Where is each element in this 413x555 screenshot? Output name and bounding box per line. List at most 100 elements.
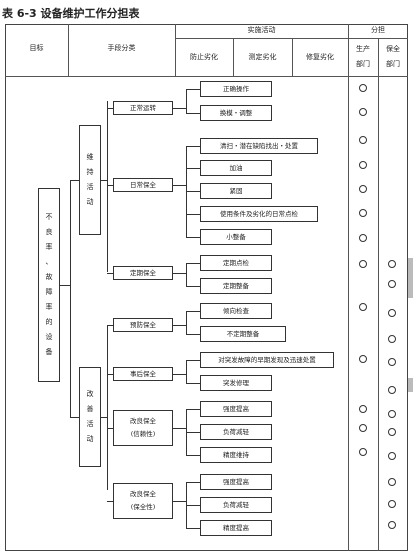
header-col-line-4 [292, 38, 293, 76]
group-box-0: 正常运转 [113, 101, 173, 115]
item-connector [186, 409, 200, 410]
category-branch-line [107, 101, 108, 272]
item-connector [186, 482, 200, 483]
group-connector [107, 501, 113, 502]
header-prevent: 防止劣化 [190, 53, 218, 61]
maintenance-mark [388, 386, 396, 394]
activity-item: 对突发故障的早期发现及迅速处置 [200, 352, 334, 368]
group-label: 定期保全 [130, 268, 156, 277]
header-col-line-3 [233, 38, 234, 76]
item-connector [186, 360, 200, 361]
group-bus [186, 311, 187, 334]
category-improve-char: 改 [86, 390, 94, 398]
group-label: 预防保全 [130, 320, 156, 329]
group-box-4: 事后保全 [113, 367, 173, 381]
group-bus-connector [173, 185, 186, 186]
header-repair: 修复劣化 [306, 53, 334, 61]
item-connector [186, 432, 200, 433]
body-col-line-prod [348, 24, 349, 551]
production-mark [359, 209, 367, 217]
group-bus-connector [173, 501, 186, 502]
maintenance-mark [388, 260, 396, 268]
header-implement: 实施活动 [247, 26, 276, 34]
group-connector [107, 325, 113, 326]
maintenance-mark [388, 428, 396, 436]
goal-char: 率 [45, 243, 53, 251]
group-bus-connector [173, 108, 186, 109]
group-label: 改良保全 [130, 490, 156, 498]
activity-item: 强度提高 [200, 401, 272, 417]
group-bus [186, 360, 187, 383]
body-col-line-maint [378, 38, 379, 551]
activity-item: 定期整备 [200, 278, 272, 294]
group-connector [107, 374, 113, 375]
item-connector [186, 214, 200, 215]
item-connector [186, 334, 200, 335]
goal-char: 率 [45, 303, 53, 311]
table-frame [5, 24, 408, 551]
maintenance-mark [388, 335, 396, 343]
group-connector [107, 273, 113, 274]
item-connector [186, 89, 200, 90]
item-connector [186, 113, 200, 114]
header-col-line-2 [175, 24, 176, 76]
production-mark [359, 161, 367, 169]
header-target: 目标 [29, 44, 44, 52]
item-connector [186, 383, 200, 384]
item-connector [186, 286, 200, 287]
activity-item: 倾向检查 [200, 303, 272, 319]
side-scroll-handle[interactable] [408, 258, 413, 298]
item-connector [186, 146, 200, 147]
activity-item: 定期点检 [200, 255, 272, 271]
item-connector [186, 263, 200, 264]
group-box-2: 定期保全 [113, 266, 173, 280]
activity-item: 精度提高 [200, 520, 272, 536]
category-maintain-char: 动 [86, 198, 94, 206]
activity-item: 换模・调整 [200, 105, 272, 121]
activity-item: 正确操作 [200, 81, 272, 97]
category-improve-box: 改善活动 [79, 367, 101, 467]
production-mark [359, 108, 367, 116]
category-maintain-char: 维 [86, 153, 94, 161]
header-measure: 测定劣化 [248, 53, 277, 61]
item-connector [186, 455, 200, 456]
production-mark [359, 424, 367, 432]
group-box-1: 日常保全 [113, 178, 173, 192]
category-maintain-char: 活 [86, 183, 94, 191]
production-mark [359, 234, 367, 242]
maintenance-mark [388, 521, 396, 529]
group-bus [186, 263, 187, 286]
group-connector [107, 428, 113, 429]
production-mark [359, 448, 367, 456]
activity-item: 突发修理 [200, 375, 272, 391]
activity-item: 负荷减轻 [200, 424, 272, 440]
group-bus [186, 89, 187, 113]
header-maintenance-1: 保全 [386, 45, 400, 53]
group-box-5: 改良保全(信赖性) [113, 410, 173, 446]
item-connector [186, 237, 200, 238]
production-mark [359, 84, 367, 92]
production-mark [359, 260, 367, 268]
activity-item: 使用条件及劣化的日常点检 [200, 206, 318, 222]
activity-item: 负荷减轻 [200, 497, 272, 513]
header-means: 手段分类 [107, 44, 136, 52]
header-divider-implement [175, 38, 348, 39]
category-maintain-char: 持 [86, 168, 94, 176]
goal-to-maintain [70, 180, 79, 181]
goal-branch-line [70, 180, 71, 417]
maintenance-mark [388, 452, 396, 460]
maintenance-mark [388, 358, 396, 366]
maintenance-mark [388, 280, 396, 288]
goal-char: 设 [45, 333, 53, 341]
category-improve-char: 善 [86, 405, 94, 413]
category-connector [101, 417, 107, 418]
group-bus-connector [173, 374, 186, 375]
group-label: 日常保全 [130, 180, 156, 189]
goal-connector [60, 285, 70, 286]
header-bottom-line [5, 76, 408, 77]
item-connector [186, 191, 200, 192]
category-branch-line [107, 325, 108, 490]
goal-to-improve [70, 417, 79, 418]
goal-char: 障 [45, 288, 53, 296]
item-connector [186, 311, 200, 312]
